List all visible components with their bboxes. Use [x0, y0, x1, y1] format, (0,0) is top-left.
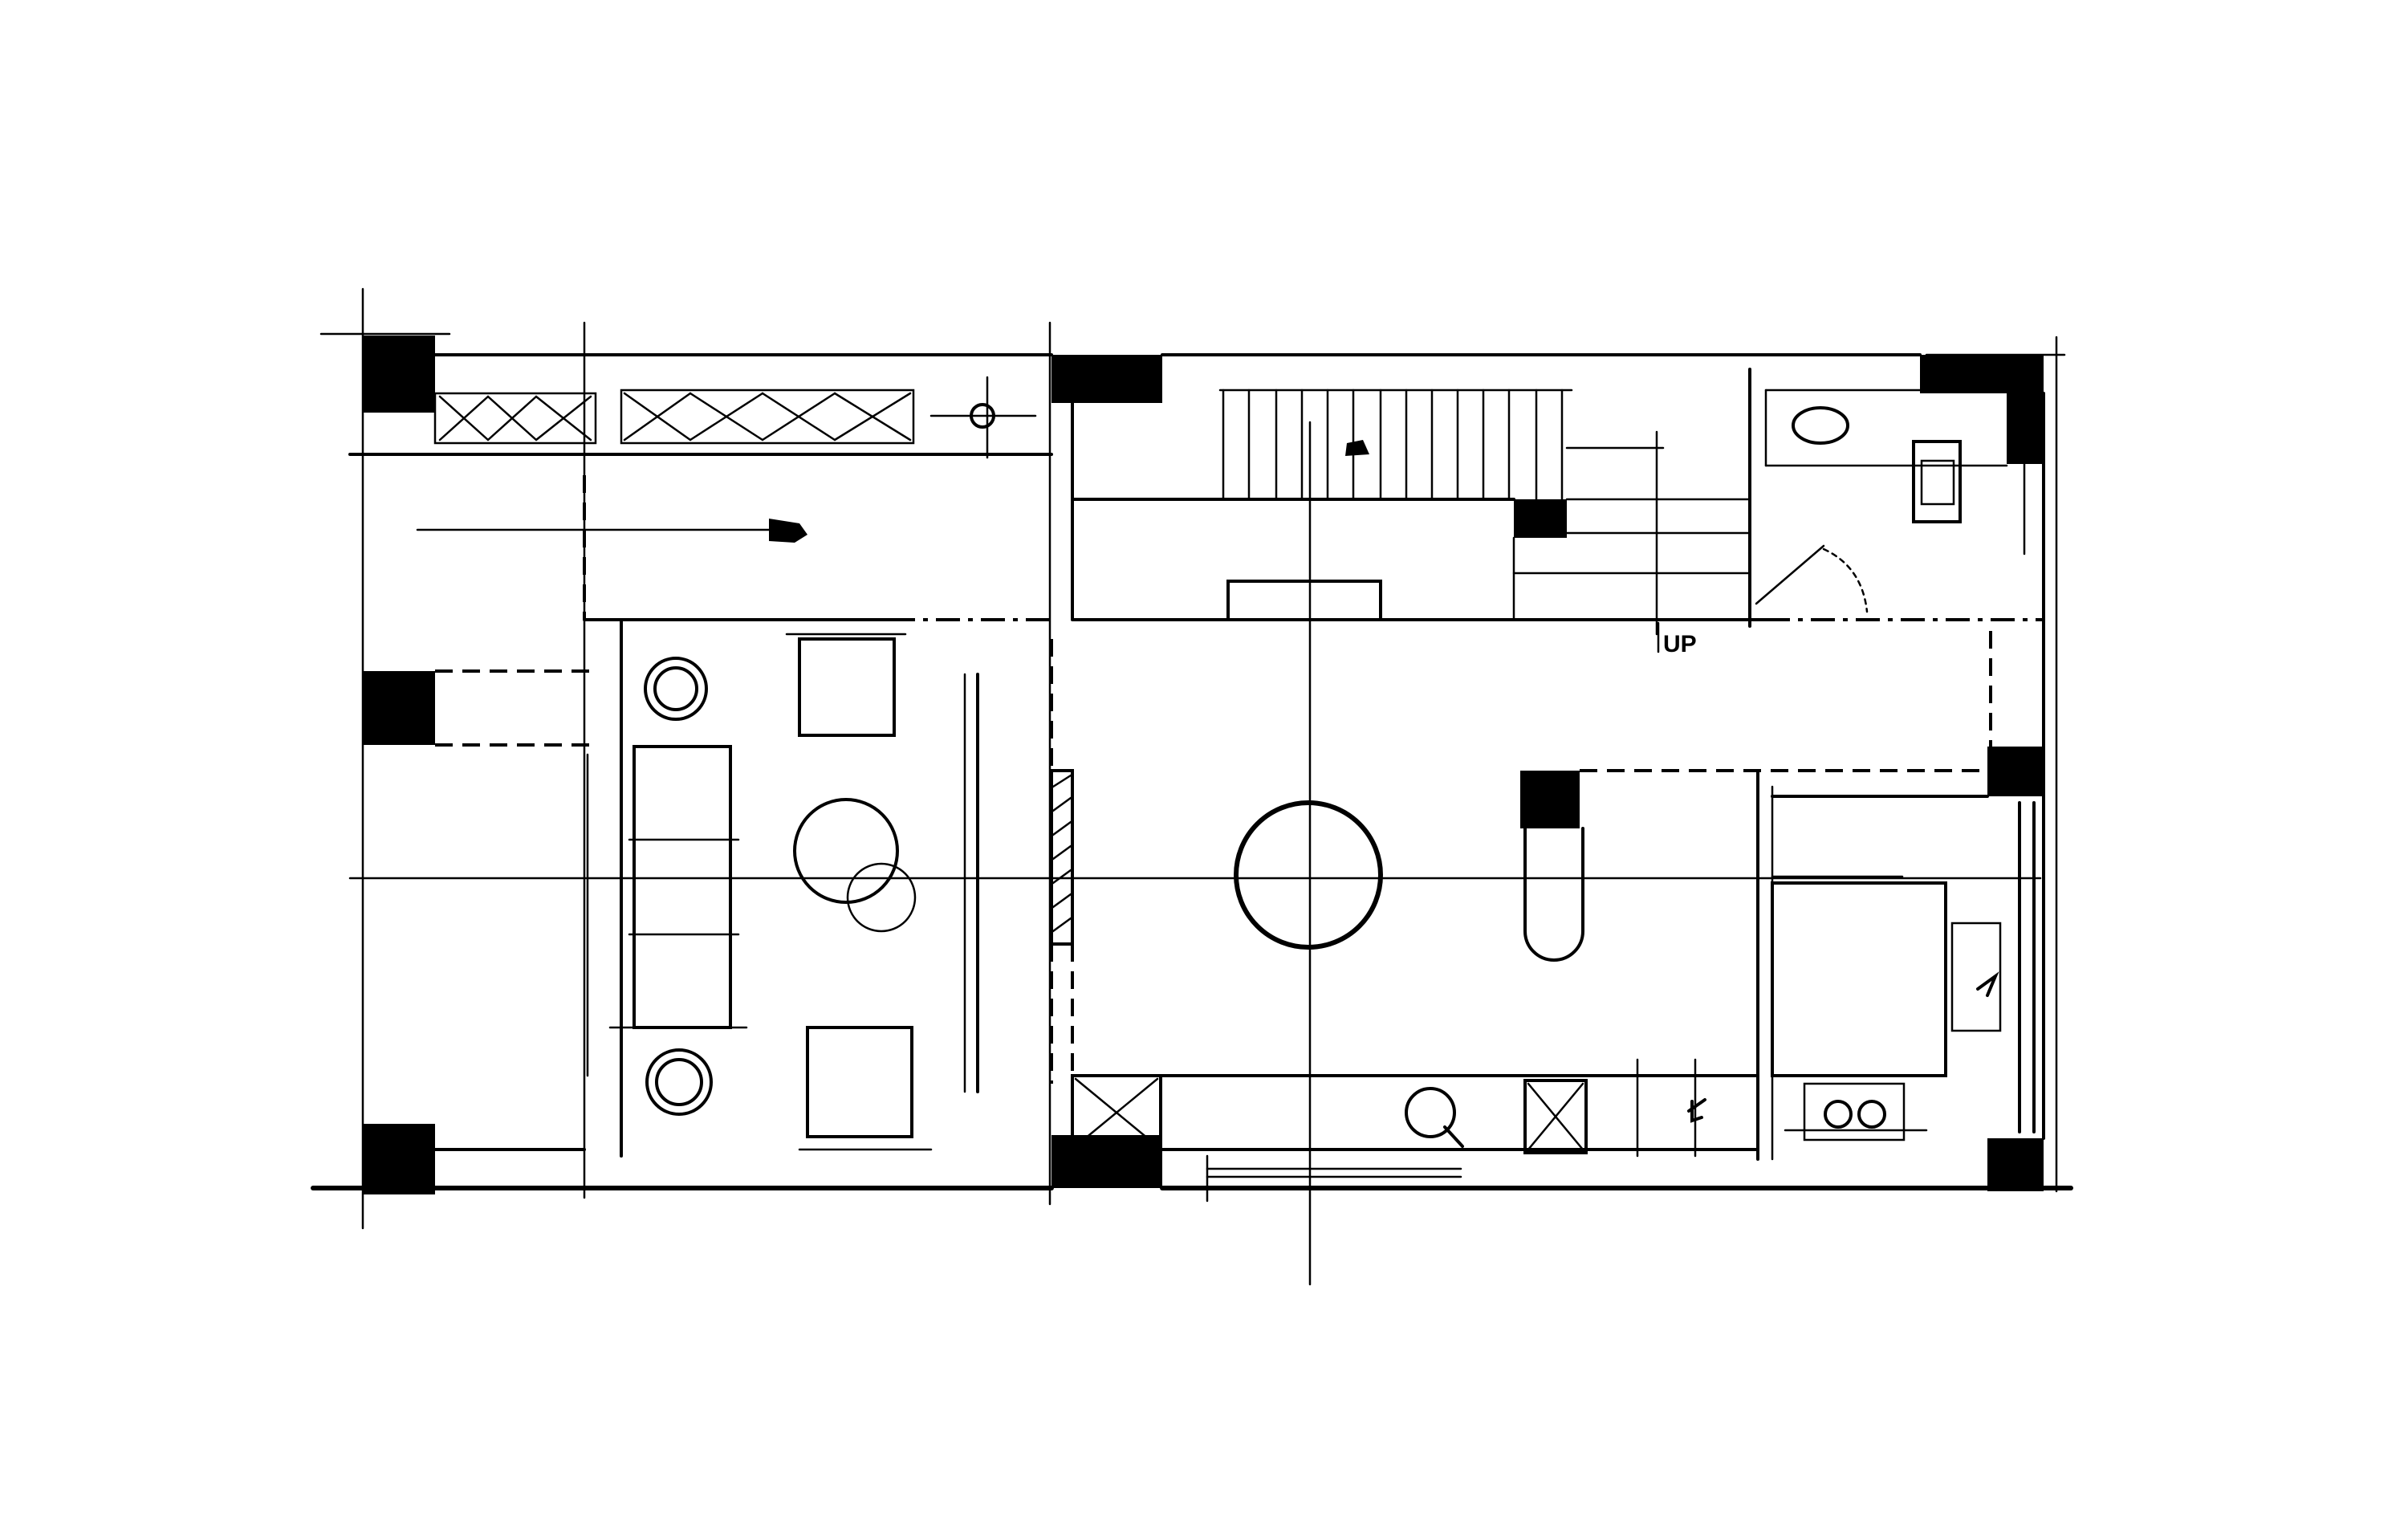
column-stair	[1514, 499, 1567, 538]
dining-area	[1071, 800, 1759, 1202]
column-bottom-left	[363, 1124, 435, 1194]
column-top-left	[363, 336, 435, 413]
partition-wall	[1050, 639, 1074, 1084]
toilet	[1912, 440, 1962, 523]
column-center-right	[1520, 771, 1580, 828]
kitchen-island	[1523, 769, 1987, 962]
column-top-right-tall	[2007, 355, 2044, 464]
exterior-walls	[311, 353, 2073, 1190]
column-right-mid	[1987, 747, 2044, 796]
staircase: UP	[1071, 389, 1767, 657]
stair-up-label: UP	[1663, 631, 1697, 657]
bedroom	[1756, 769, 2036, 1161]
bed	[1771, 881, 1947, 1077]
top-storage-cabinets	[433, 376, 1037, 459]
column-top-center	[1051, 355, 1162, 403]
column-bottom-center	[1051, 1135, 1162, 1188]
column-mid-left	[363, 671, 435, 745]
living-room	[416, 475, 1051, 1158]
dining-table	[1234, 800, 1383, 950]
structural-columns	[363, 336, 2044, 1194]
column-bottom-right	[1987, 1138, 2044, 1191]
washbasin	[1792, 406, 1849, 445]
bathroom	[1748, 368, 2044, 747]
